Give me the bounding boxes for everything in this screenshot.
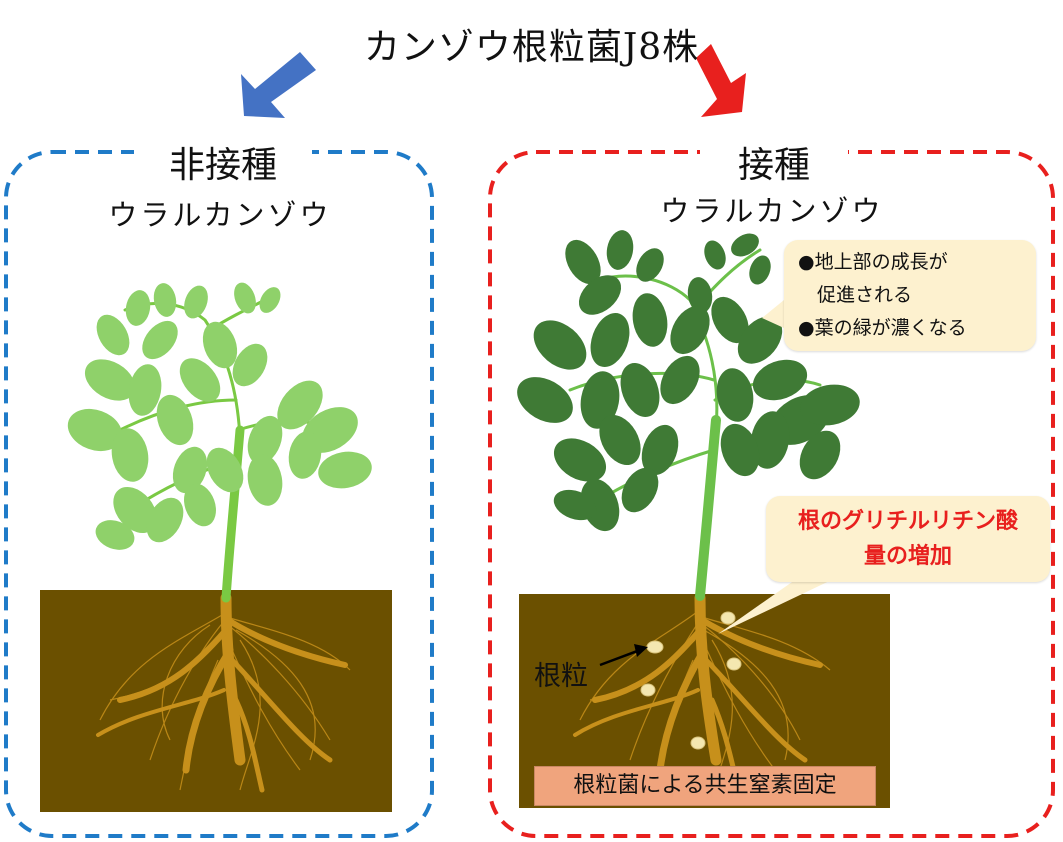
right-arrow <box>696 44 746 117</box>
left-leaves <box>67 282 372 550</box>
nitrogen-fixation-label: 根粒菌による共生窒素固定 <box>534 766 876 806</box>
glycyrrhizin-line: 根のグリチルリチン酸 <box>797 509 1018 534</box>
nodule <box>720 611 736 625</box>
nodule <box>640 683 656 697</box>
nodule <box>646 640 664 654</box>
nodule-pointer-arrow <box>599 644 648 667</box>
inoculated-label: 接種 <box>700 136 848 188</box>
effect-line: 促進される <box>798 284 913 306</box>
left-soil <box>40 590 392 812</box>
right-leaves <box>517 230 860 532</box>
nodule <box>690 736 706 750</box>
diagram-title: カンゾウ根粒菌J8株 <box>363 27 700 68</box>
nodules <box>640 611 742 750</box>
nodule <box>726 657 742 671</box>
non-inoculated-label: 非接種 <box>134 136 312 188</box>
effects-callout-pointer <box>762 300 784 328</box>
left-arrow <box>241 52 316 118</box>
glycyrrhizin-line: 量の増加 <box>863 544 952 569</box>
right-species-label: ウラルカンゾウ <box>660 194 884 228</box>
nodule-label: 根粒 <box>534 661 588 692</box>
right-main-roots <box>573 592 823 778</box>
growth-effects-callout: ●地上部の成長が 促進される ●葉の緑が濃くなる <box>784 240 1036 351</box>
glycyrrhizin-callout-pointer <box>718 575 842 634</box>
glycyrrhizin-callout: 根のグリチルリチン酸 量の増加 <box>766 496 1050 582</box>
effect-line: ●地上部の成長が <box>798 251 948 273</box>
effect-line: ●葉の緑が濃くなる <box>798 317 967 339</box>
left-species-label: ウラルカンゾウ <box>108 198 332 232</box>
left-main-roots <box>96 592 348 793</box>
